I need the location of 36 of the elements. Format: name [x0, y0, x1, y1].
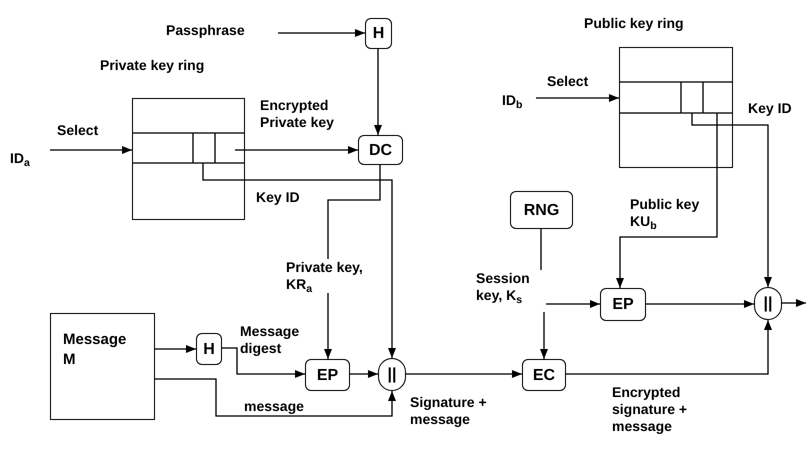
arrow	[278, 29, 365, 37]
key-ring-table	[619, 47, 733, 168]
node-text: ID$_{b}$	[502, 92, 536, 116]
arrow	[155, 378, 396, 417]
arrow	[245, 146, 358, 154]
message-box	[50, 313, 155, 420]
process-box: H	[196, 333, 222, 365]
arrow	[782, 299, 806, 307]
key-ring-table	[132, 98, 245, 220]
arrow	[733, 124, 772, 287]
process-box: DC	[358, 135, 403, 165]
arrow	[566, 320, 772, 375]
arrow	[406, 370, 522, 378]
process-box: RNG	[510, 191, 573, 229]
process-box: EP	[600, 288, 646, 321]
node-text: Session key, K$_{s}$	[476, 270, 546, 312]
arrow	[222, 347, 305, 378]
arrow	[374, 49, 382, 135]
connector-line	[540, 229, 542, 270]
arrow	[536, 94, 619, 102]
arrow	[546, 300, 600, 308]
arrow	[245, 179, 396, 358]
arrow	[616, 168, 718, 288]
ring-title: Private key ring	[100, 57, 204, 74]
node-text: Passphrase	[166, 22, 278, 42]
arrow	[350, 370, 378, 378]
process-box: EC	[522, 359, 566, 391]
arrow	[540, 312, 548, 359]
process-box: EP	[305, 359, 350, 391]
node-label: Message M	[63, 330, 128, 370]
process-box: H	[365, 18, 392, 49]
arrow	[646, 300, 754, 308]
ring-title: Public key ring	[584, 15, 684, 32]
node-text: ID$_{a}$	[10, 150, 50, 174]
arrow	[50, 146, 132, 154]
arrow	[155, 345, 196, 353]
